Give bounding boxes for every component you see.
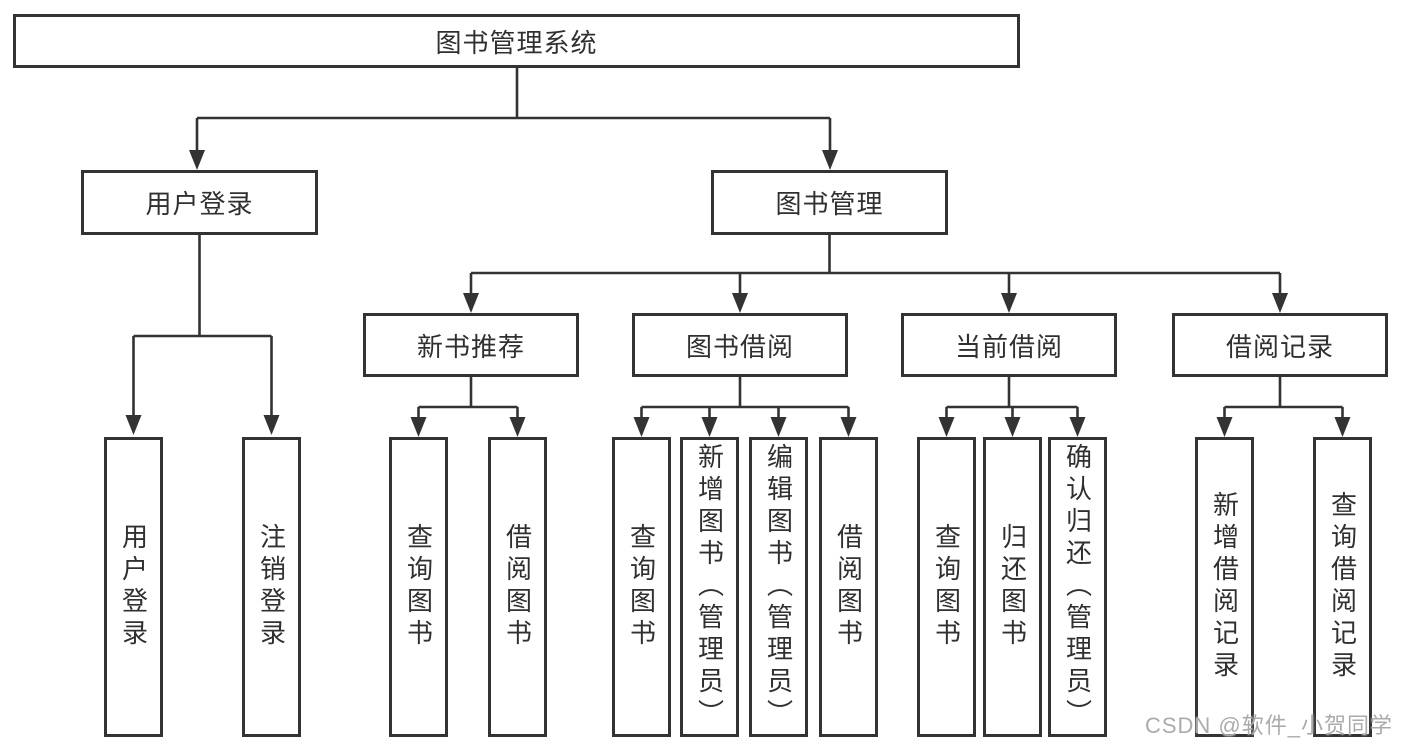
leaf-recommend-query-books: 查询图书 [389,437,448,737]
node-book-borrowing-label: 图书借阅 [685,331,794,362]
leaf-add-books-admin-label: 新增图书（管理员） [694,443,725,731]
node-book-borrowing: 图书借阅 [632,313,848,377]
connector-root-to-level1 [189,68,838,170]
leaf-query-borrow-record: 查询借阅记录 [1313,437,1372,737]
leaf-confirm-return-admin: 确认归还（管理员） [1048,437,1107,737]
node-user-login-label: 用户登录 [145,189,254,219]
connector-login-to-leaves [125,235,280,435]
node-new-book-recommend-label: 新书推荐 [416,331,525,362]
leaf-add-books-admin: 新增图书（管理员） [680,437,739,737]
node-root-label: 图书管理系统 [435,27,598,58]
leaf-recommend-query-books-label: 查询图书 [403,523,434,651]
connector-recommend-to-leaves [410,377,526,437]
leaf-user-login-label: 用户登录 [118,523,149,651]
node-book-management-label: 图书管理 [775,189,884,219]
leaf-logout-label: 注销登录 [256,523,287,651]
leaf-user-login: 用户登录 [104,437,163,737]
leaf-edit-books-admin: 编辑图书（管理员） [749,437,808,737]
connector-borrow-to-leaves [633,377,857,437]
leaf-logout: 注销登录 [242,437,301,737]
connector-current-to-leaves [938,377,1086,437]
node-borrowing-records-label: 借阅记录 [1225,331,1334,362]
leaf-recommend-borrow-books-label: 借阅图书 [502,523,533,651]
leaf-borrow-query-books: 查询图书 [612,437,671,737]
leaf-borrow-books: 借阅图书 [819,437,878,737]
leaf-confirm-return-admin-label: 确认归还（管理员） [1062,443,1093,731]
leaf-current-query-books: 查询图书 [917,437,976,737]
leaf-current-query-books-label: 查询图书 [931,523,962,651]
connector-records-to-leaves [1216,377,1351,437]
node-user-login: 用户登录 [81,170,318,235]
node-borrowing-records: 借阅记录 [1172,313,1388,377]
leaf-edit-books-admin-label: 编辑图书（管理员） [763,443,794,731]
node-root: 图书管理系统 [13,14,1020,68]
leaf-borrow-books-label: 借阅图书 [833,523,864,651]
node-current-borrowing: 当前借阅 [901,313,1117,377]
leaf-add-borrow-record-label: 新增借阅记录 [1209,491,1240,683]
node-current-borrowing-label: 当前借阅 [954,331,1063,362]
leaf-borrow-query-books-label: 查询图书 [626,523,657,651]
connector-manage-to-level2 [463,235,1288,313]
leaf-recommend-borrow-books: 借阅图书 [488,437,547,737]
watermark: CSDN @软件_小贺同学 [1144,713,1393,738]
leaf-query-borrow-record-label: 查询借阅记录 [1327,491,1358,683]
node-book-management: 图书管理 [711,170,948,235]
leaf-return-books: 归还图书 [983,437,1042,737]
node-new-book-recommend: 新书推荐 [363,313,579,377]
leaf-return-books-label: 归还图书 [997,523,1028,651]
leaf-add-borrow-record: 新增借阅记录 [1195,437,1254,737]
